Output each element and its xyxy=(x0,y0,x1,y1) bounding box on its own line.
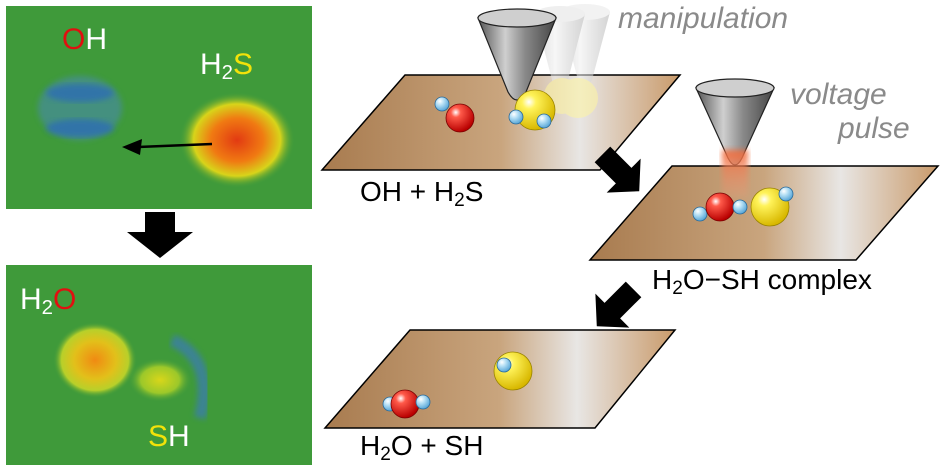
step1-label: OH + H2S xyxy=(360,176,484,211)
pulse-label: pulse xyxy=(838,112,910,145)
step3-label: H2O + SH xyxy=(360,430,484,465)
manipulation-label: manipulation xyxy=(618,2,789,35)
stm-image-before xyxy=(6,6,312,209)
stm-label-sh: SH xyxy=(148,420,190,453)
stm-label-h2o: H2O xyxy=(20,283,77,320)
voltage-label: voltage xyxy=(790,78,887,111)
down-arrow-stm xyxy=(127,212,193,258)
surface-3 xyxy=(323,329,677,429)
surface-2 xyxy=(588,78,940,261)
move-arrow xyxy=(122,139,213,155)
surface-1 xyxy=(320,4,682,171)
stm-image-after xyxy=(6,265,312,465)
stm-label-h2s: H2S xyxy=(200,48,254,85)
step2-label: H2O−SH complex xyxy=(652,264,872,299)
arrow-step2-to-step3 xyxy=(595,281,642,328)
stm-label-oh: OH xyxy=(62,23,108,56)
arrow-step1-to-step2 xyxy=(594,146,641,193)
